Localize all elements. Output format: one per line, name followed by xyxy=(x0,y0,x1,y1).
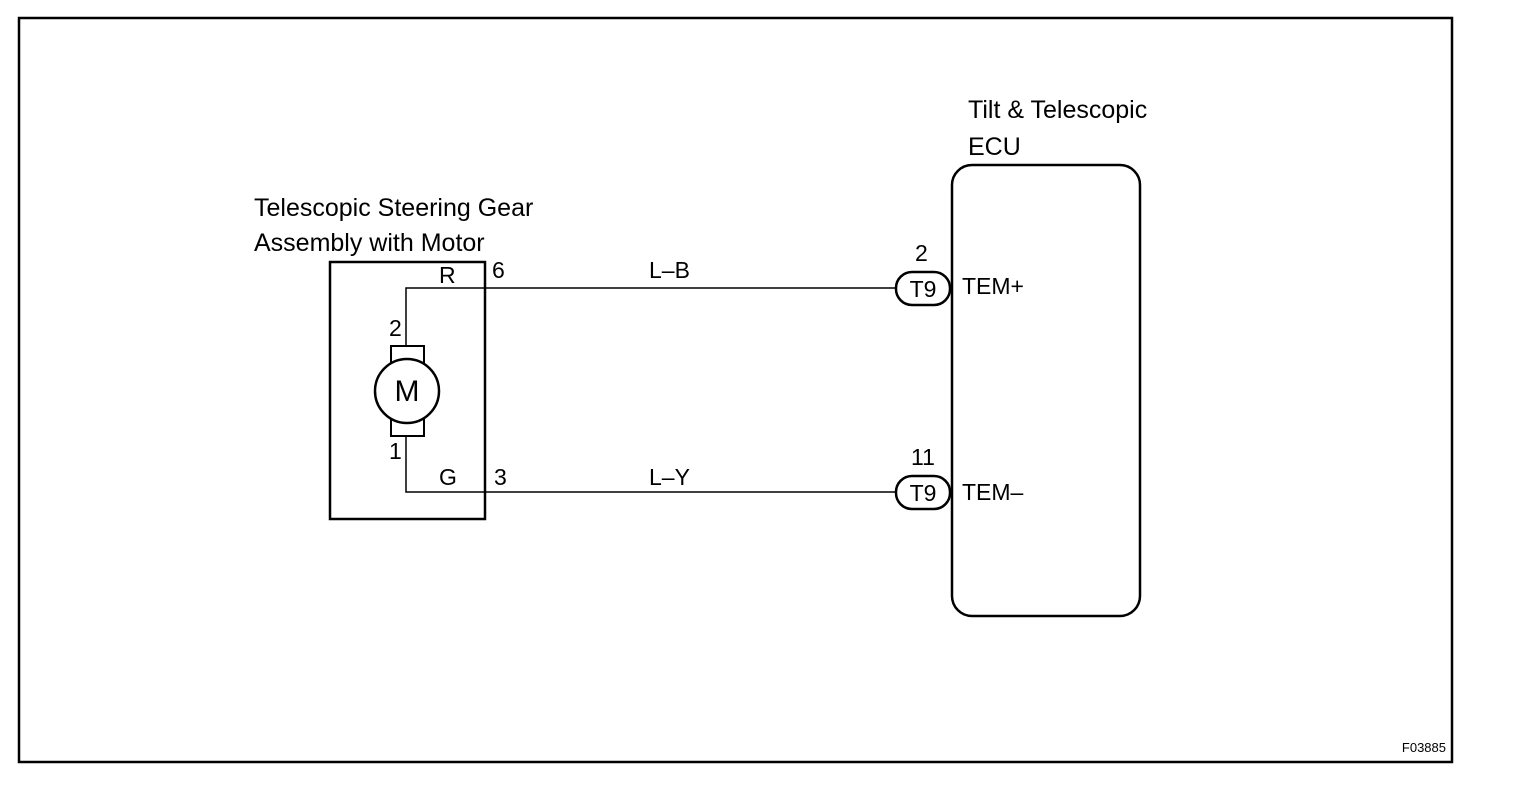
wire-color-top: R xyxy=(439,262,456,288)
ecu-title-line1: Tilt & Telescopic xyxy=(968,96,1147,124)
ecu-pin-top: 2 xyxy=(915,240,928,266)
wire-color-bottom: G xyxy=(439,464,457,490)
ecu-title-line2: ECU xyxy=(968,133,1021,161)
ecu: Tilt & Telescopic ECU 2 T9 TEM+ 11 T9 TE… xyxy=(894,96,1147,618)
motor-pin-top: 2 xyxy=(389,315,402,341)
ecu-box xyxy=(950,163,1142,618)
motor-pin-bottom: 1 xyxy=(389,438,402,464)
connector-top-label: T9 xyxy=(910,276,937,302)
terminal-bottom: 3 xyxy=(494,464,507,490)
ecu-signal-bottom: TEM– xyxy=(962,479,1024,505)
diagram-frame xyxy=(17,16,1454,764)
motor-symbol-label: M xyxy=(395,375,420,408)
motor-internal-wire-top xyxy=(405,287,485,346)
motor-internal-wire-bottom xyxy=(405,436,485,493)
connector-bottom-badge xyxy=(894,474,952,511)
connector-top-badge xyxy=(894,270,952,307)
terminal-top: 6 xyxy=(492,257,505,283)
motor-symbol-circle xyxy=(373,357,441,425)
motor-assembly: Telescopic Steering Gear Assembly with M… xyxy=(254,194,533,521)
harness-wire-bottom-label: L–Y xyxy=(649,464,690,490)
figure-code: F03885 xyxy=(1402,740,1446,755)
motor-assembly-box xyxy=(328,260,487,521)
harness-wire-top-label: L–B xyxy=(649,257,690,283)
ecu-pin-bottom: 11 xyxy=(911,444,935,470)
motor-assembly-title-line1: Telescopic Steering Gear xyxy=(254,194,533,222)
motor-assembly-title-line2: Assembly with Motor xyxy=(254,229,485,257)
connector-bottom-label: T9 xyxy=(910,480,937,506)
ecu-signal-top: TEM+ xyxy=(962,273,1024,299)
